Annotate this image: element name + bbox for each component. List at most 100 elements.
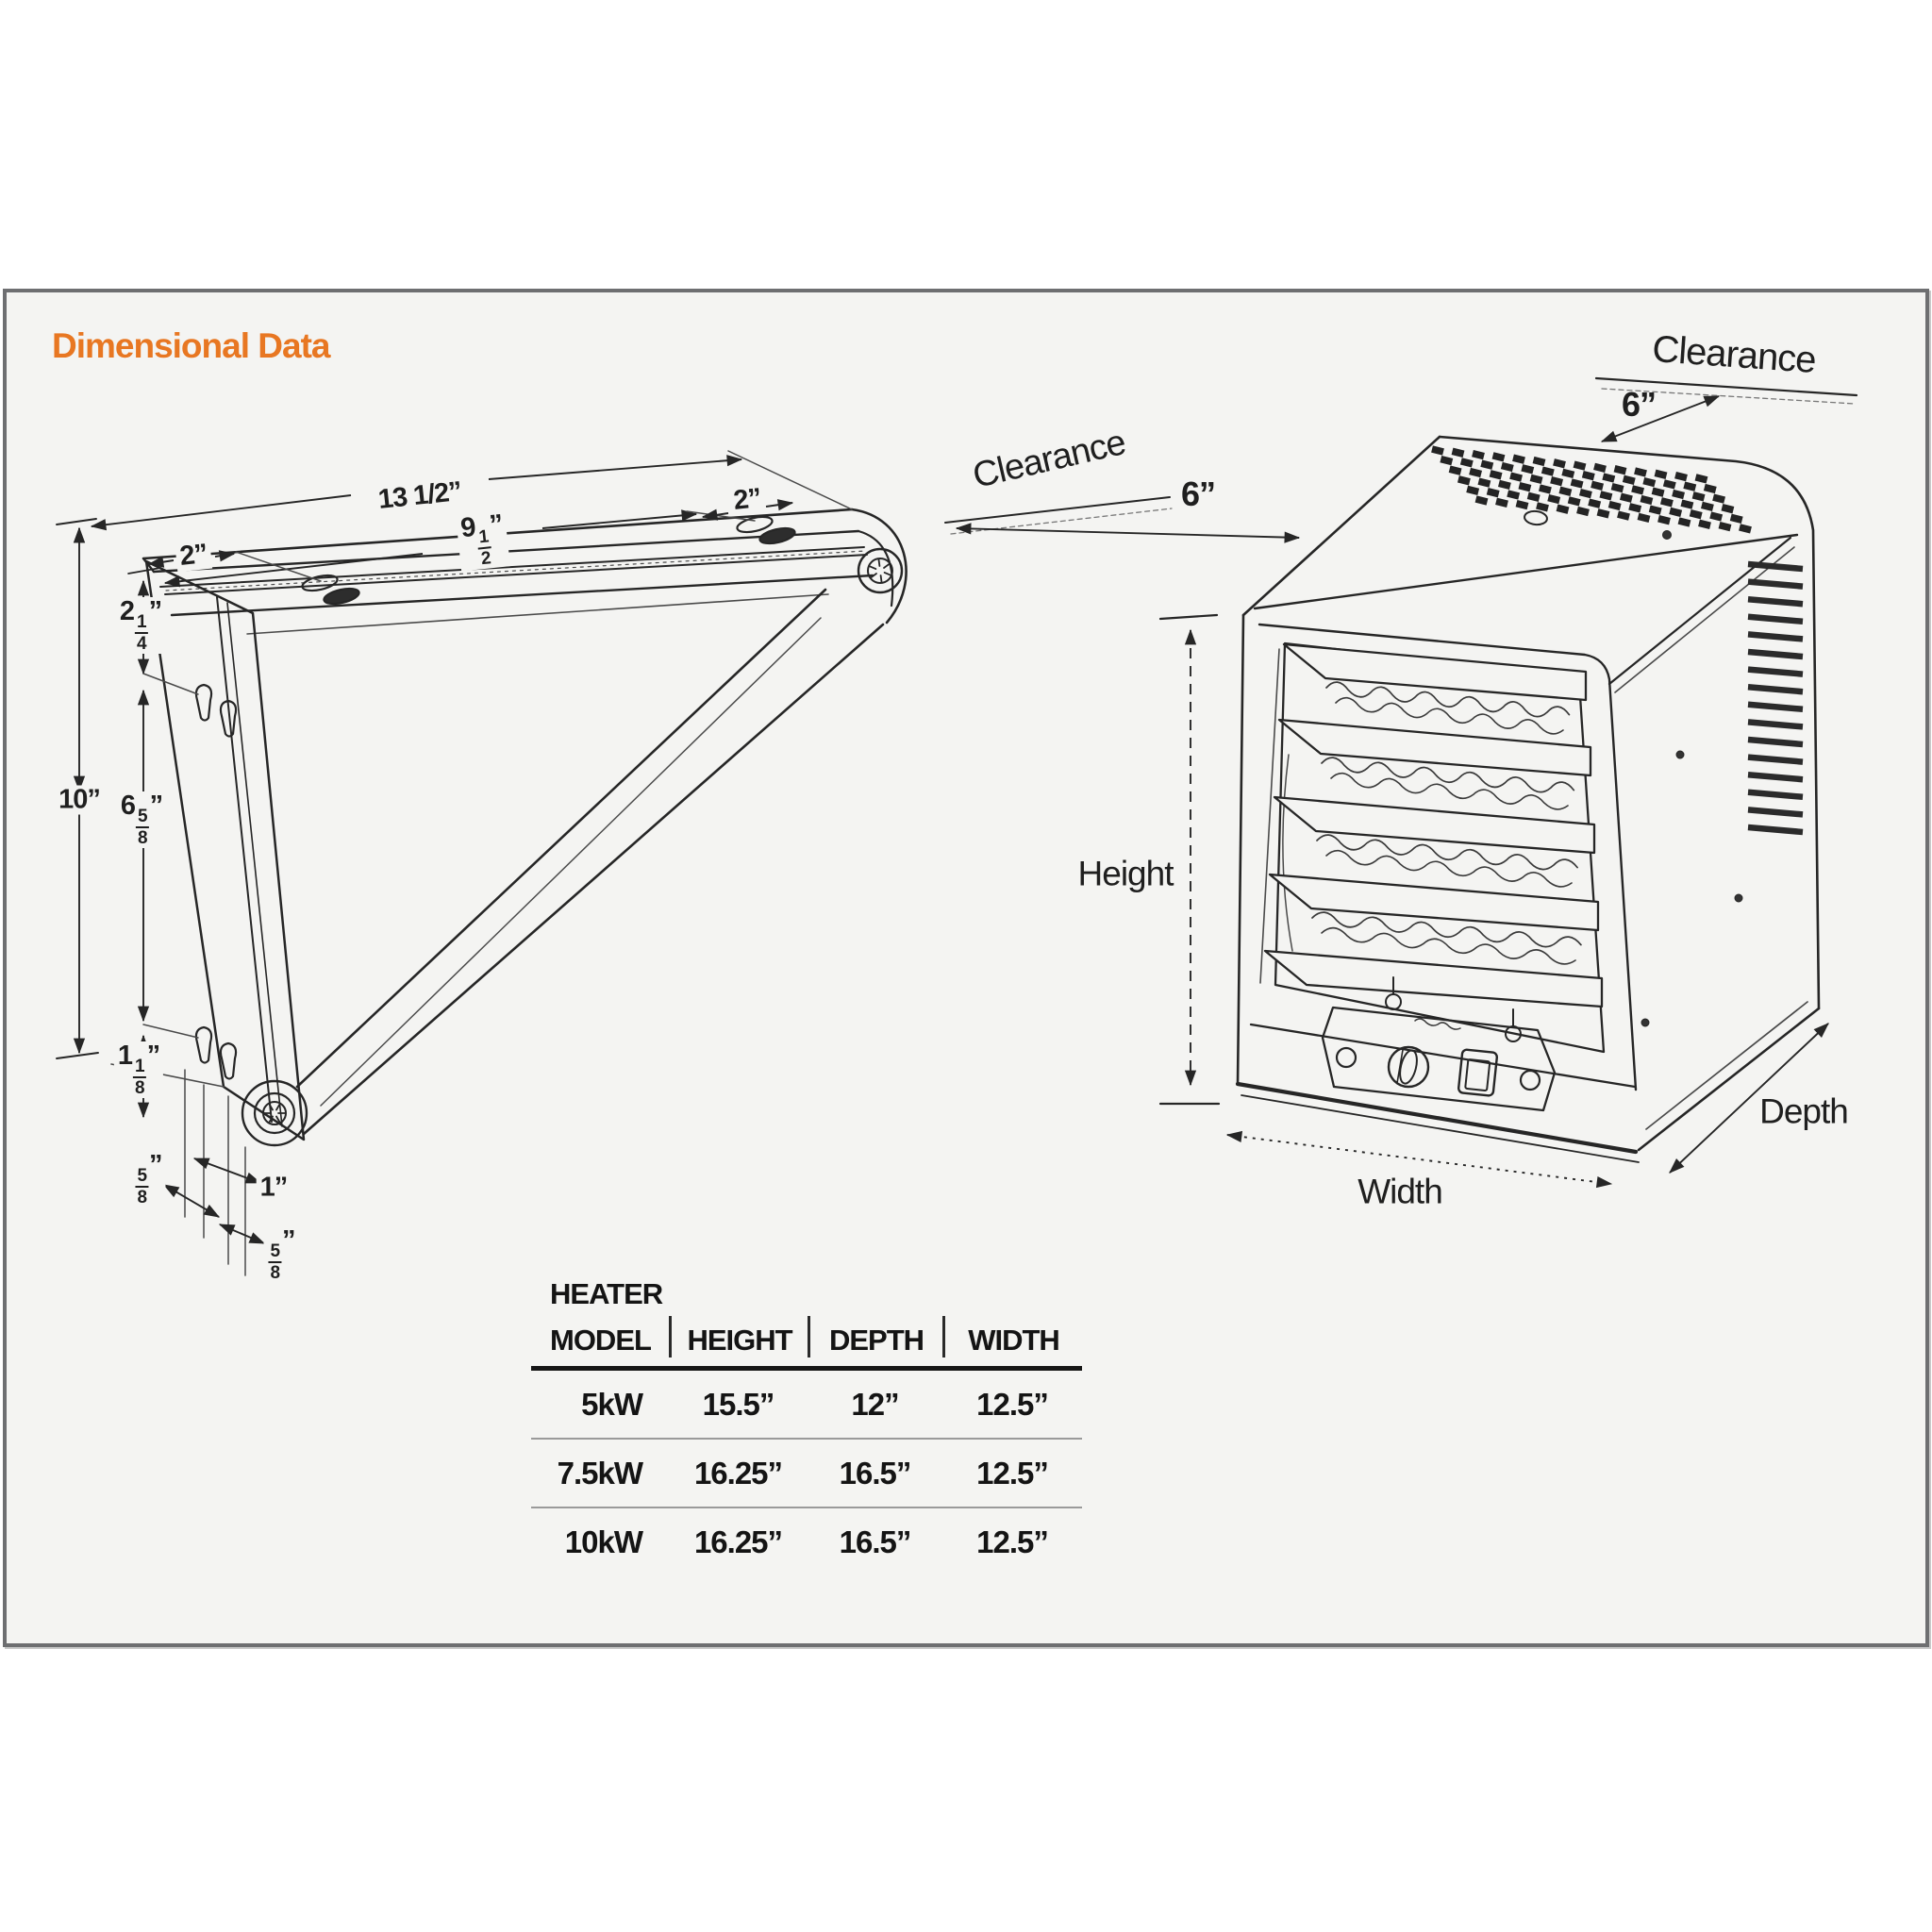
top-vent-slot (1486, 488, 1500, 498)
table-rule-thin (531, 1438, 1082, 1440)
heater-front-left-edge (1236, 613, 1245, 1086)
clearance-side-value-text: 6” (1180, 475, 1216, 513)
heating-coil (1335, 696, 1564, 735)
top-vent-slot (1440, 455, 1454, 466)
top-vent-slot (1689, 509, 1703, 520)
top-vent-slot (1739, 524, 1752, 534)
bracket-brace-lower-edge (302, 623, 885, 1136)
fraction-den: 4 (137, 634, 147, 654)
bracket-bar-seam (159, 546, 865, 588)
side-grille-slat (1747, 595, 1804, 608)
side-grille-slat (1747, 736, 1804, 748)
bracket-tip-bolt-inner (867, 558, 893, 584)
side-grille-slat (1747, 666, 1804, 677)
top-vent-slot (1480, 459, 1494, 470)
top-screw (1662, 530, 1672, 540)
power-switch-rocker (1464, 1058, 1491, 1091)
bolt-spline (870, 573, 877, 579)
dim-overall-height: 10” (55, 785, 104, 815)
top-vent-slot (1631, 485, 1645, 495)
bracket-tip-outline (850, 508, 908, 625)
control-knob (1387, 1045, 1430, 1089)
heater-drawing (944, 376, 1858, 1189)
clearance-side-underline (944, 496, 1171, 524)
bolt-spline (275, 1103, 281, 1111)
top-vent-slot (1536, 502, 1549, 512)
dim-end-offset-text: 2” (732, 483, 762, 516)
top-vent-slot (1532, 456, 1546, 467)
side-grille-slat (1747, 824, 1804, 836)
height-label: Height (1078, 857, 1174, 891)
depth-label: Depth (1759, 1094, 1849, 1129)
dim-tick (56, 518, 97, 525)
top-vent-slot (1613, 465, 1627, 475)
clearance-top-underline (1594, 376, 1858, 397)
top-vent-slot (1588, 498, 1602, 508)
top-vent-slot (1538, 484, 1552, 494)
top-vent-slot (1457, 475, 1471, 486)
bolt-spline (877, 558, 881, 567)
top-vent-slot (1691, 491, 1706, 502)
clearance-top-value-text: 6” (1621, 385, 1657, 424)
dim-58left-line (162, 1184, 221, 1218)
bolt-spline (883, 562, 891, 569)
dim-tick (1158, 613, 1219, 621)
dim-unit: ” (146, 1041, 160, 1071)
dim-tick (56, 1052, 99, 1059)
top-vent-slot (1529, 474, 1543, 485)
heating-coil (1325, 849, 1573, 888)
cell-depth: 16.5” (839, 1524, 912, 1559)
top-vent-slot (1659, 497, 1674, 508)
clearance-top-underline2 (1601, 388, 1856, 405)
top-vent-slot (1683, 481, 1697, 491)
heater-back-top-and-right-edge (1438, 435, 1821, 1010)
fraction-num: 5 (136, 807, 149, 828)
dim-2right-line (701, 508, 729, 521)
top-vent-slot (1640, 494, 1654, 506)
heater-topleft-edge (1241, 435, 1441, 617)
heater-rightpanel-top-edge (1607, 536, 1792, 686)
top-vent-slot (1477, 477, 1491, 488)
dim-tick (127, 567, 161, 575)
dim-whole: 2 (119, 596, 135, 626)
top-vent-slot (1703, 483, 1717, 494)
top-vent-slot (1489, 470, 1503, 480)
top-vent-slot (1591, 480, 1605, 491)
bracket-bar-bottom-edge (170, 574, 874, 617)
cell-model: 10kW (564, 1524, 643, 1559)
dimension-table: HEATER MODEL HEIGHT DEPTH WIDTH 5kW 15.5… (531, 1264, 1082, 1575)
heater-front-bottom-lip (1241, 1094, 1640, 1163)
louver-blade (1282, 642, 1588, 702)
fraction-num: 1 (133, 1057, 146, 1078)
clearance-side-underline2 (950, 508, 1173, 535)
clearance-top-arrow (1600, 395, 1721, 442)
dim-unit: ” (282, 1225, 295, 1256)
keyhole-slot (219, 1041, 238, 1080)
width-label-text: Width (1357, 1172, 1443, 1211)
top-vent-slot (1680, 499, 1694, 509)
top-vent-slot (1642, 476, 1657, 488)
top-vent-slot (1526, 491, 1541, 502)
bracket-bar-seam-hatch (165, 550, 867, 591)
top-vent-slot (1497, 479, 1511, 491)
side-grille-slat (1747, 683, 1804, 695)
dim-13half-line (488, 455, 743, 480)
dim-2left-line (214, 550, 236, 562)
cell-height: 16.25” (693, 1455, 783, 1491)
bracket-hinge-bolt-inner (262, 1101, 287, 1125)
table-rule-thick (531, 1366, 1082, 1371)
power-switch (1457, 1048, 1499, 1097)
top-vent-slot (1694, 474, 1708, 484)
fraction-den: 8 (137, 1188, 147, 1208)
top-vent-slot (1662, 479, 1676, 490)
dim-1inch-line (192, 1158, 262, 1184)
side-grille-slat (1747, 631, 1804, 642)
louver-blade (1273, 795, 1596, 855)
top-vent-slot (1634, 467, 1647, 477)
top-vent-slot (1512, 454, 1525, 464)
cell-height: 15.5” (702, 1386, 775, 1422)
